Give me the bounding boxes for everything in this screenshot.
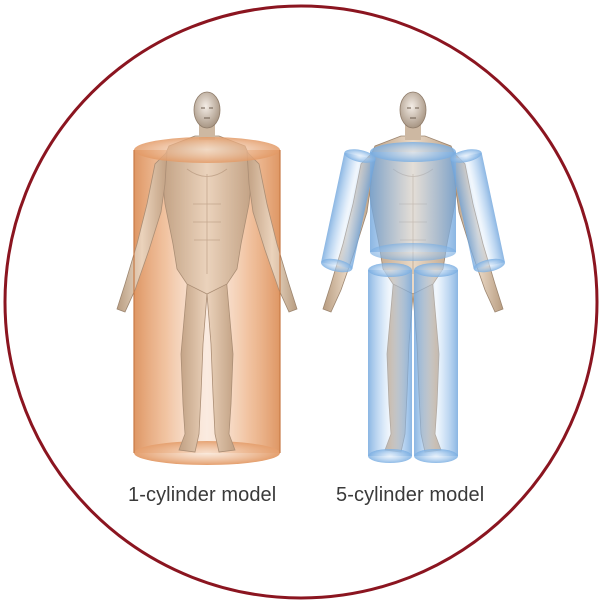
cylinder-top-cap	[134, 137, 280, 163]
left-leg-cylinder	[368, 263, 412, 463]
right-leg-cylinder	[414, 263, 458, 463]
trunk-cylinder	[370, 142, 456, 261]
five-cylinder-model-label: 5-cylinder model	[336, 484, 484, 507]
one-cylinder-model-label: 1-cylinder model	[128, 484, 276, 507]
circle-frame	[5, 6, 597, 598]
one-cylinder-model	[117, 92, 297, 465]
